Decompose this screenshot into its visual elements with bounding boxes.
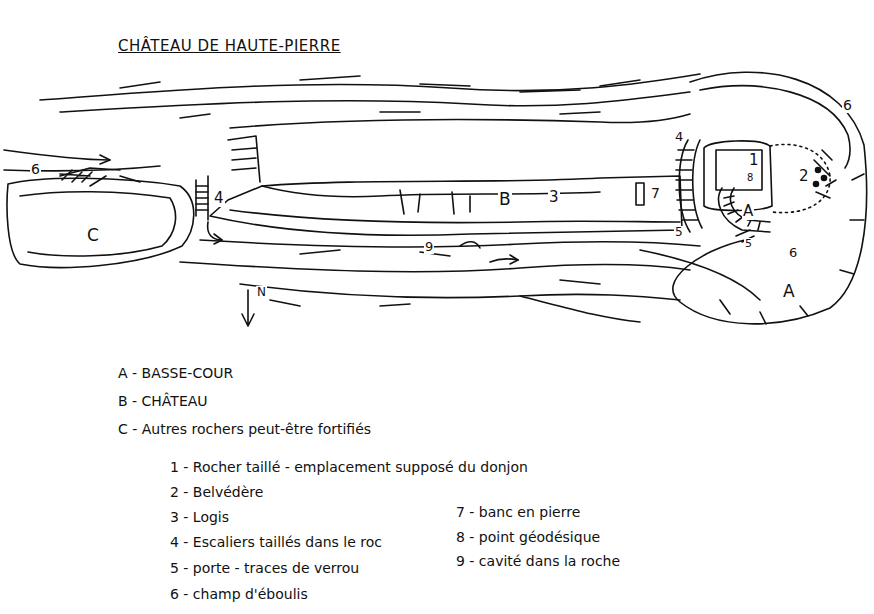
key-entry: C - Autres rochers peut-être fortifiés — [118, 422, 371, 437]
key-entry: 5 - porte - traces de verrou — [170, 561, 359, 576]
key-entry: 2 - Belvédère — [170, 485, 263, 500]
map-callout: A — [782, 282, 796, 301]
key-entry: 3 - Logis — [170, 510, 229, 525]
key-entry: 1 - Rocher taillé - emplacement supposé … — [170, 460, 528, 475]
map-callout: C — [86, 226, 100, 245]
map-callout: 4 — [213, 190, 225, 207]
map-callout: 5 — [744, 238, 753, 250]
map-callout: 8 — [746, 172, 754, 183]
map-callout: 7 — [650, 186, 661, 201]
plan-title: CHÂTEAU DE HAUTE-PIERRE — [118, 38, 341, 55]
map-callout: 6 — [788, 246, 798, 260]
map-callout: N — [256, 286, 267, 299]
map-callout: 9 — [424, 240, 434, 254]
map-callout: B — [498, 190, 512, 209]
map-callout: 3 — [548, 189, 560, 206]
map-callout: A — [742, 203, 754, 220]
key-entry: 4 - Escaliers taillés dans le roc — [170, 535, 382, 550]
map-callout: 6 — [842, 98, 853, 113]
map-callout: 4 — [674, 130, 684, 144]
key-entry: 7 - banc en pierre — [456, 505, 580, 520]
key-entry: B - CHÂTEAU — [118, 394, 208, 409]
key-entry: 8 - point géodésique — [456, 530, 600, 545]
key-entry: 6 - champ d'éboulis — [170, 587, 308, 602]
map-callout: 5 — [674, 226, 684, 239]
map-callout: 1 — [748, 152, 760, 169]
map-callout: 6 — [30, 162, 41, 177]
map-callout: 2 — [798, 168, 810, 185]
key-entry: 9 - cavité dans la roche — [456, 554, 620, 569]
key-entry: A - BASSE-COUR — [118, 366, 233, 381]
